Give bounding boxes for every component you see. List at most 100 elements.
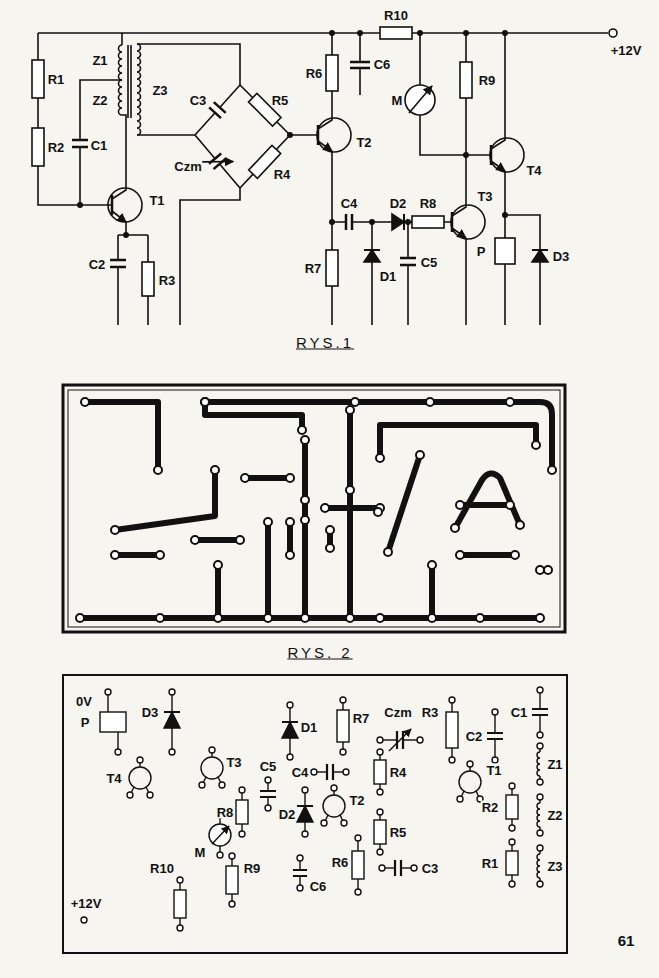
- component-label: R9: [243, 862, 262, 875]
- wire: [137, 44, 318, 325]
- component-lead: [241, 790, 242, 800]
- capacitor-symbol: [346, 214, 352, 230]
- wire: [359, 33, 361, 95]
- component-label: R3: [421, 706, 440, 719]
- component-lead: [494, 712, 495, 733]
- component-label: R1: [481, 857, 500, 870]
- solder-pad: [156, 614, 164, 622]
- coil-symbol: [537, 752, 540, 878]
- terminal-pad: [81, 917, 87, 923]
- component-lead: [382, 867, 395, 868]
- component-lead: [202, 777, 206, 785]
- component-lead: [304, 822, 305, 834]
- component-label: R3: [158, 274, 177, 287]
- relay-symbol: [495, 238, 515, 264]
- component-label: C5: [259, 760, 278, 773]
- junction-dot: [418, 31, 422, 35]
- component-lead: [357, 838, 358, 851]
- diode-bar: [532, 249, 548, 251]
- solder-pad: [156, 398, 552, 622]
- diode-bar: [164, 712, 313, 806]
- solder-pad: [476, 614, 484, 622]
- component-lead: [231, 856, 232, 866]
- solder-pad: [536, 566, 544, 574]
- junction-dot: [330, 220, 334, 224]
- component-lead: [476, 791, 480, 799]
- component-lead: [333, 771, 346, 772]
- resistor-symbol: [352, 851, 364, 879]
- component-lead: [380, 739, 397, 740]
- capacitor-symbol: [189, 80, 246, 141]
- resistor-symbol: [32, 60, 44, 98]
- resistor-symbol: [506, 851, 518, 875]
- component-lead: [146, 787, 150, 795]
- junction-dot: [78, 203, 82, 207]
- component-label: C1: [510, 706, 529, 719]
- resistor-symbol: [374, 760, 386, 784]
- component-lead: [304, 790, 305, 806]
- component-lead: [469, 764, 470, 771]
- copper-trace: [325, 505, 380, 511]
- resistor-symbol: [236, 81, 294, 139]
- resistor-symbol: [412, 216, 444, 228]
- capacitor-symbol: [209, 102, 226, 118]
- transistor-symbol: [201, 757, 223, 779]
- board-outline: [68, 390, 560, 627]
- component-label: P: [80, 716, 91, 729]
- meter-symbol: [405, 85, 435, 115]
- resistor-symbol: [446, 712, 458, 748]
- junction-dot: [330, 31, 334, 35]
- component-lead: [539, 797, 540, 803]
- junction-dot: [406, 220, 410, 224]
- component-lead: [289, 705, 290, 722]
- resistor-symbol: [226, 866, 238, 894]
- figure-caption: RYS.1: [295, 335, 355, 350]
- component-label: M: [194, 846, 207, 859]
- component-lead: [342, 700, 343, 710]
- component-lead: [357, 879, 358, 892]
- solder-pad: [351, 398, 359, 406]
- component-lead: [108, 690, 540, 928]
- transistor-symbol: [459, 771, 481, 793]
- variable-capacitor-symbol: [202, 146, 233, 177]
- capacitor-symbol: [400, 258, 416, 265]
- component-lead: [340, 815, 344, 823]
- transistor-emitter: [318, 141, 332, 151]
- transistor-emitter: [452, 228, 466, 238]
- component-label: R10: [383, 9, 409, 22]
- variable-capacitor-arrow: [389, 729, 411, 751]
- component-label: R8: [419, 197, 438, 210]
- component-placement: [63, 675, 567, 953]
- component-lead: [267, 797, 268, 808]
- copper-trace: [245, 475, 290, 481]
- component-label: R5: [271, 94, 290, 107]
- component-lead: [379, 812, 380, 820]
- component-label: T3: [476, 190, 493, 203]
- solder-pad: [301, 516, 309, 524]
- transistor-emitter: [112, 211, 126, 222]
- transistor-symbol: [451, 205, 485, 239]
- component-label: Z3: [546, 860, 563, 873]
- resistor-symbol: [240, 85, 290, 135]
- component-label: C3: [189, 94, 208, 107]
- component-lead: [117, 732, 118, 752]
- component-label: D2: [389, 197, 408, 210]
- component-label: D3: [141, 706, 160, 719]
- component-label: R2: [481, 801, 500, 814]
- component-lead: [460, 791, 464, 799]
- component-label: C2: [465, 730, 484, 743]
- component-lead: [219, 846, 220, 855]
- component-label: T2: [355, 136, 372, 149]
- component-label: Czm: [173, 160, 202, 173]
- component-label: D2: [278, 808, 297, 821]
- capacitor-symbol: [195, 85, 240, 135]
- component-lead: [179, 918, 180, 928]
- copper-trace: [265, 522, 271, 618]
- component-label: D1: [300, 721, 319, 734]
- transistor-symbol: [108, 188, 142, 222]
- resistor-symbol: [460, 62, 472, 98]
- board-outline: [63, 385, 565, 632]
- component-label: R4: [389, 766, 408, 779]
